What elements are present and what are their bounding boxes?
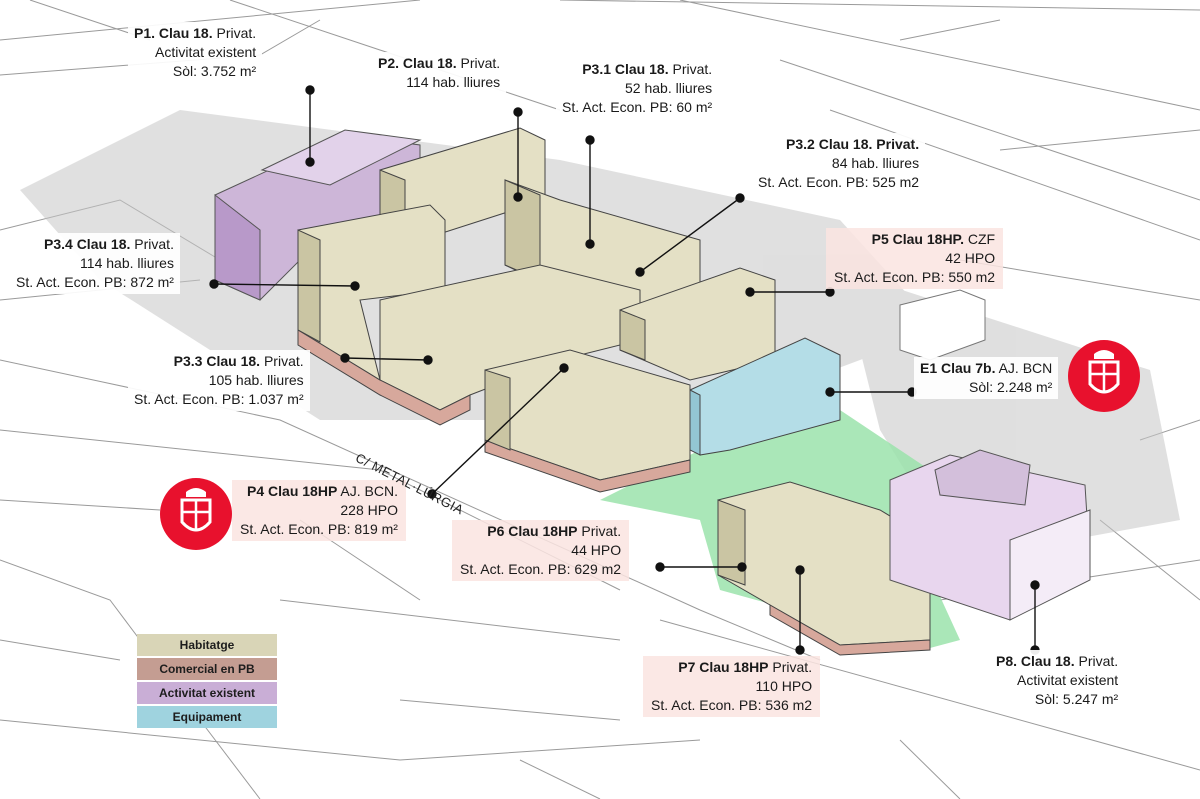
building-p1 (214, 129, 422, 301)
label-e1: E1 Clau 7b. AJ. BCN Sòl: 2.248 m² (914, 357, 1059, 399)
label-p1-title: P1. Clau 18. (134, 25, 213, 41)
label-p1: P1. Clau 18. Privat. Activitat existent … (128, 22, 263, 83)
label-p34-area: St. Act. Econ. PB: 872 m² (16, 274, 174, 290)
label-e1-title: E1 Clau 7b. (920, 360, 996, 376)
building-p33-p34 (297, 204, 641, 426)
label-p7-area: St. Act. Econ. PB: 536 m2 (651, 697, 813, 713)
label-p31-title: P3.1 Clau 18. (582, 61, 669, 77)
label-p4-title: P4 Clau 18HP (247, 483, 338, 499)
label-p1-owner: Privat. (212, 25, 257, 41)
label-p5-area: St. Act. Econ. PB: 550 m2 (834, 269, 996, 285)
leader-lines (209, 85, 1040, 655)
label-p5-title: P5 Clau 18HP. (871, 231, 964, 247)
label-p5-owner: CZF (963, 231, 996, 247)
label-p32-dwellings: 84 hab. lliures (831, 155, 920, 171)
label-p6-area: St. Act. Econ. PB: 629 m2 (460, 561, 622, 577)
label-p33-title: P3.3 Clau 18. (173, 353, 261, 369)
label-p6-title: P6 Clau 18HP (487, 523, 578, 539)
label-p34-title: P3.4 Clau 18. (44, 236, 131, 252)
label-p8: P8. Clau 18. Privat. Activitat existent … (990, 650, 1125, 711)
legend: Habitatge Comercial en PB Activitat exis… (137, 634, 277, 730)
label-p2-owner: Privat. (456, 55, 501, 71)
building-p5-annex (899, 289, 986, 361)
label-p31-dwellings: 52 hab. lliures (625, 80, 713, 96)
legend-item-equipament: Equipament (137, 706, 277, 728)
label-p7: P7 Clau 18HP Privat. 110 HPO St. Act. Ec… (643, 656, 821, 717)
legend-item-comercial: Comercial en PB (137, 658, 277, 680)
building-p6-p7 (717, 481, 931, 656)
label-p1-area: Sòl: 3.752 m² (172, 63, 257, 79)
label-p32-title: P3.2 Clau 18. Privat. (786, 136, 920, 152)
label-p2-dwellings: 114 hab. lliures (406, 74, 501, 90)
label-p5: P5 Clau 18HP. CZF 42 HPO St. Act. Econ. … (826, 228, 1004, 289)
label-p33-owner: Privat. (260, 353, 304, 369)
label-p31-owner: Privat. (668, 61, 713, 77)
label-p34: P3.4 Clau 18. Privat. 114 hab. lliures S… (10, 233, 180, 294)
label-p32: P3.2 Clau 18. Privat. 84 hab. lliures St… (752, 133, 926, 194)
label-p4-area: St. Act. Econ. PB: 819 m² (240, 521, 398, 537)
building-p4 (484, 349, 691, 493)
label-p33-dwellings: 105 hab. lliures (208, 372, 304, 388)
label-p6: P6 Clau 18HP Privat. 44 HPO St. Act. Eco… (452, 520, 630, 581)
label-p8-owner: Privat. (1074, 653, 1119, 669)
label-p8-title: P8. Clau 18. (996, 653, 1075, 669)
label-p33-area: St. Act. Econ. PB: 1.037 m² (134, 391, 304, 407)
building-e1 (689, 337, 841, 456)
label-p8-use: Activitat existent (1017, 672, 1119, 688)
legend-item-habitatge: Habitatge (137, 634, 277, 656)
label-p2-title: P2. Clau 18. (378, 55, 457, 71)
label-p4-owner: AJ. BCN. (337, 483, 398, 499)
label-p34-owner: Privat. (130, 236, 174, 252)
label-p4: P4 Clau 18HP AJ. BCN. 228 HPO St. Act. E… (232, 480, 406, 541)
label-p7-dwellings: 110 HPO (755, 678, 813, 694)
label-p34-dwellings: 114 hab. lliures (80, 255, 174, 271)
label-p6-owner: Privat. (577, 523, 622, 539)
label-e1-area: Sòl: 2.248 m² (969, 379, 1053, 395)
label-p32-area: St. Act. Econ. PB: 525 m2 (758, 174, 920, 190)
building-p31-p32 (504, 179, 701, 331)
label-e1-owner: AJ. BCN (995, 360, 1053, 376)
label-p6-dwellings: 44 HPO (571, 542, 622, 558)
label-p7-owner: Privat. (768, 659, 813, 675)
label-p31-area: St. Act. Econ. PB: 60 m² (562, 99, 713, 115)
legend-item-activitat: Activitat existent (137, 682, 277, 704)
building-p8 (889, 449, 1091, 621)
label-p7-title: P7 Clau 18HP (678, 659, 769, 675)
label-p31: P3.1 Clau 18. Privat. 52 hab. lliures St… (556, 58, 719, 119)
label-p33: P3.3 Clau 18. Privat. 105 hab. lliures S… (128, 350, 310, 411)
label-p1-use: Activitat existent (155, 44, 257, 60)
label-p8-area: Sòl: 5.247 m² (1034, 691, 1119, 707)
label-p5-dwellings: 42 HPO (945, 250, 996, 266)
label-p4-dwellings: 228 HPO (340, 502, 398, 518)
barcelona-emblem-icon (160, 478, 232, 550)
barcelona-emblem-icon (1068, 340, 1140, 412)
label-p2: P2. Clau 18. Privat. 114 hab. lliures (372, 52, 507, 94)
